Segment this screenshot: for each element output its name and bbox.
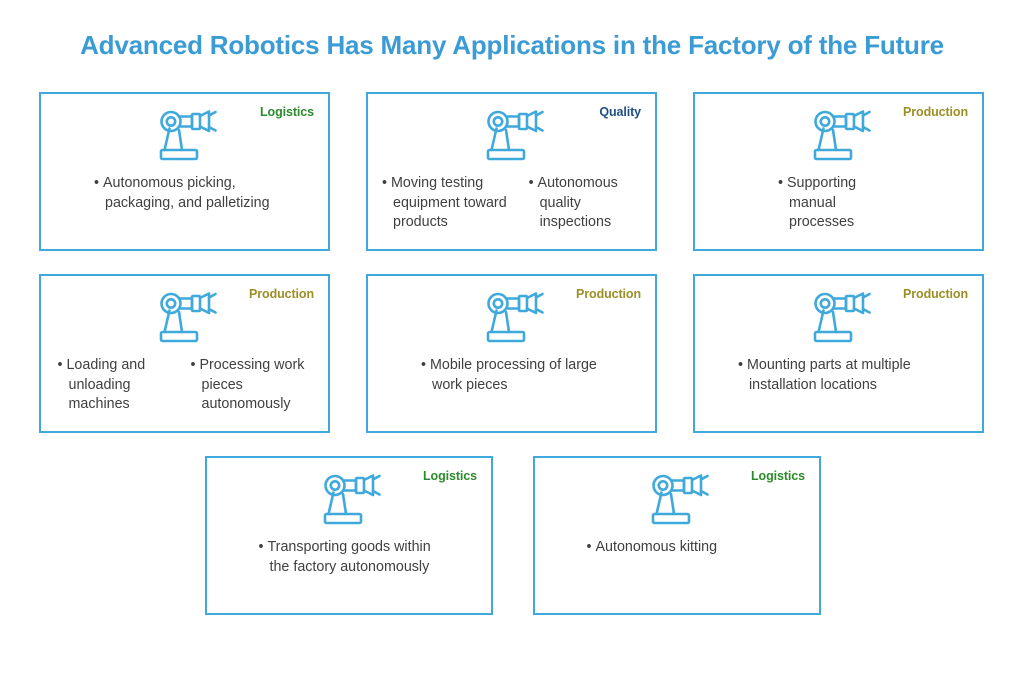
category-tag: Logistics <box>260 105 314 119</box>
application-card[interactable]: QualityMoving testing equipment toward p… <box>366 92 657 251</box>
robotic-arm-icon <box>313 470 385 532</box>
category-tag: Production <box>903 287 968 301</box>
card-bullet-list: Autonomous kitting <box>535 538 819 607</box>
bullet-item: Mobile processing of large work pieces <box>421 356 602 395</box>
bullet-item: Moving testing equipment toward products <box>382 174 517 233</box>
application-card[interactable]: LogisticsTransporting goods within the f… <box>205 456 493 615</box>
application-card[interactable]: LogisticsAutonomous picking, packaging, … <box>39 92 330 251</box>
page-title: Advanced Robotics Has Many Applications … <box>80 30 944 60</box>
card-bullet-list: Supporting manual processes <box>695 174 982 243</box>
bullet-item: Transporting goods within the factory au… <box>259 538 440 577</box>
bullet-item: Supporting manual processes <box>778 174 899 233</box>
category-tag: Logistics <box>751 469 805 483</box>
application-card[interactable]: ProductionMobile processing of large wor… <box>366 274 657 433</box>
bullet-item: Processing work pieces autonomously <box>191 356 312 415</box>
robotic-arm-icon <box>641 470 713 532</box>
category-tag: Logistics <box>423 469 477 483</box>
robotic-arm-icon <box>149 106 221 168</box>
bullet-item: Autonomous picking, packaging, and palle… <box>94 174 275 213</box>
card-bullet-list: Loading and unloading machinesProcessing… <box>41 356 328 425</box>
application-card[interactable]: ProductionSupporting manual processes <box>693 92 984 251</box>
category-tag: Production <box>249 287 314 301</box>
card-bullet-list: Moving testing equipment toward products… <box>368 174 655 243</box>
application-card[interactable]: LogisticsAutonomous kitting <box>533 456 821 615</box>
robotic-arm-icon <box>803 288 875 350</box>
robotic-arm-icon <box>149 288 221 350</box>
bullet-item: Autonomous kitting <box>587 538 768 558</box>
bullet-item: Loading and unloading machines <box>58 356 179 415</box>
robotic-arm-icon <box>476 106 548 168</box>
bullet-item: Mounting parts at multiple installation … <box>738 356 939 395</box>
card-bullet-list: Transporting goods within the factory au… <box>207 538 491 607</box>
bullet-item: Autonomous quality inspections <box>529 174 641 233</box>
category-tag: Quality <box>599 105 641 119</box>
card-bullet-list: Autonomous picking, packaging, and palle… <box>41 174 328 243</box>
card-bullet-list: Mounting parts at multiple installation … <box>695 356 982 425</box>
application-card[interactable]: ProductionMounting parts at multiple ins… <box>693 274 984 433</box>
robotic-arm-icon <box>803 106 875 168</box>
robotic-arm-icon <box>476 288 548 350</box>
application-card[interactable]: ProductionLoading and unloading machines… <box>39 274 330 433</box>
card-bullet-list: Mobile processing of large work pieces <box>368 356 655 425</box>
category-tag: Production <box>903 105 968 119</box>
category-tag: Production <box>576 287 641 301</box>
